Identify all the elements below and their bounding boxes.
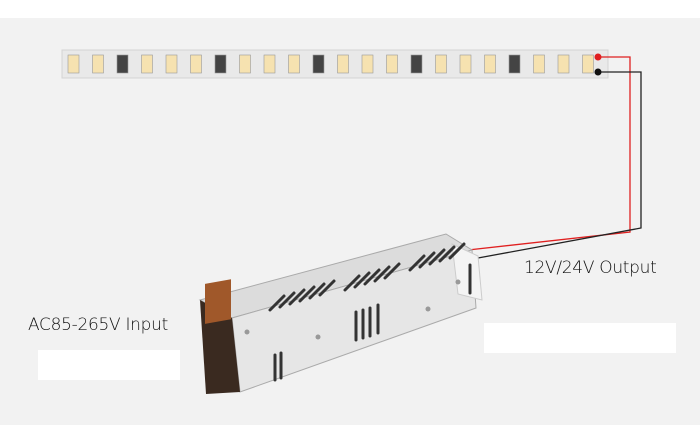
led-chip	[386, 54, 398, 74]
vent-slot	[363, 268, 381, 286]
blank-box-left	[38, 350, 180, 380]
resistor	[116, 54, 129, 74]
led-chip	[361, 54, 374, 74]
psu-label-sticker	[451, 243, 483, 301]
led-chip	[67, 54, 80, 74]
vent-slot	[268, 294, 286, 312]
led-chip	[435, 54, 447, 74]
led-chip	[337, 54, 349, 74]
negative-wire	[477, 71, 642, 259]
vent-slot	[428, 248, 446, 266]
led-strip	[61, 49, 609, 79]
led-chip	[533, 54, 545, 74]
led-chip	[459, 54, 472, 74]
led-chip	[557, 54, 570, 74]
positive-wire	[467, 56, 631, 251]
psu-end	[200, 300, 240, 394]
vent-slot	[383, 262, 401, 280]
resistor	[214, 54, 227, 74]
terminal-block	[205, 279, 231, 324]
led-chip	[288, 54, 300, 74]
output-label: 12V/24V Output	[524, 258, 657, 278]
wires	[467, 53, 642, 259]
led-chip	[141, 54, 153, 74]
vent-slot	[448, 242, 466, 260]
led-chip	[239, 54, 251, 74]
resistor	[508, 54, 521, 74]
input-label: AC85-265V Input	[28, 315, 168, 335]
vent-slot	[408, 254, 426, 272]
vent-slot	[418, 251, 436, 269]
resistor	[410, 54, 423, 74]
led-chip	[263, 54, 276, 74]
led-chip	[92, 54, 104, 74]
negative-terminal	[594, 68, 602, 76]
led-chip	[165, 54, 178, 74]
vent-slot	[373, 265, 391, 283]
power-supply	[198, 233, 483, 394]
vent-slot	[353, 271, 371, 289]
led-chip	[190, 54, 202, 74]
blank-box-right	[484, 323, 676, 353]
vent-slot	[318, 279, 336, 297]
vent-slot	[288, 288, 306, 306]
vent-slot	[343, 274, 361, 292]
resistor	[312, 54, 325, 74]
vent-slot	[438, 245, 456, 263]
led-chip	[484, 54, 496, 74]
vent-slot	[308, 282, 326, 300]
vent-slot	[298, 285, 316, 303]
positive-terminal	[594, 53, 602, 61]
vent-slot	[278, 291, 296, 309]
led-chip	[582, 54, 594, 74]
